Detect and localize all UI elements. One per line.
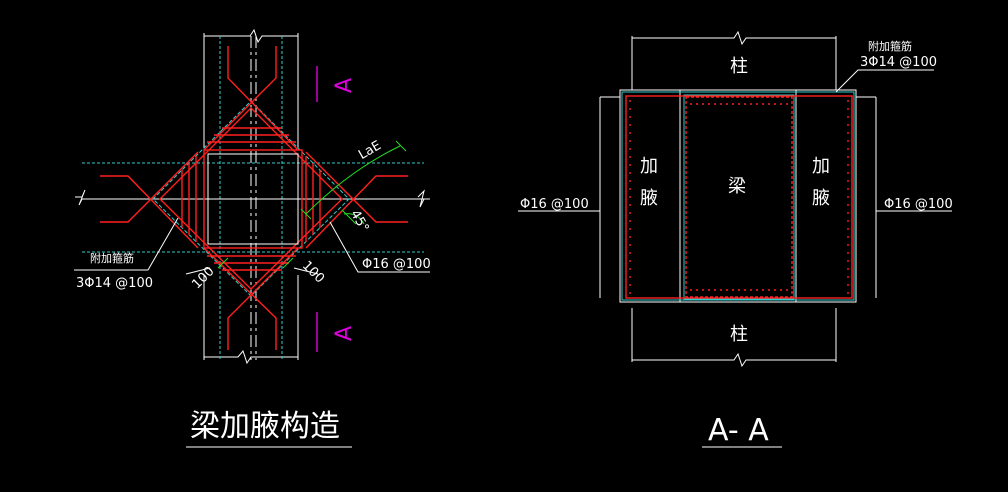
right-view-title: A- A (708, 413, 769, 448)
extra-bars-spec-left: 3Φ14 @100 (76, 276, 153, 291)
haunch-diamond (152, 100, 350, 297)
beam-centerline (75, 36, 430, 360)
stirrup-spec-section-left: Φ16 @100 (520, 197, 589, 212)
section-cyan-outline (621, 91, 855, 301)
column-label-bottom: 柱 (730, 324, 748, 345)
haunch-label-left-2: 腋 (640, 188, 658, 209)
section-mark-top: A (332, 78, 357, 93)
dimension-left: 100 (189, 264, 217, 292)
section-rebars (625, 95, 853, 299)
beam-label: 梁 (728, 176, 746, 197)
extra-bars-label-right: 附加箍筋 (868, 39, 912, 53)
dimension-marks (217, 140, 407, 269)
anchor-label: LaE (356, 138, 384, 163)
section-leaders (518, 69, 952, 212)
section-aa-view: 柱 柱 梁 加 腋 加 腋 Φ16 @100 Φ16 @100 附加箍筋 3Φ1… (518, 30, 953, 448)
haunch-label-right-2: 腋 (812, 188, 830, 209)
leader-lines (74, 217, 430, 275)
column-label-top: 柱 (730, 56, 748, 77)
extra-bars-label-left: 附加箍筋 (90, 251, 134, 265)
stirrup-spec-left: Φ16 @100 (362, 257, 431, 272)
haunch-label-right-1: 加 (812, 156, 830, 177)
left-view-title: 梁加腋构造 (190, 409, 340, 444)
section-column-outline (599, 30, 877, 368)
haunch-detail-view: A A LaE 45° 附加箍筋 3Φ14 @100 Φ16 @100 100 … (74, 28, 431, 448)
section-mark-bottom: A (332, 326, 357, 341)
extra-bars-spec-right: 3Φ14 @100 (860, 55, 937, 70)
haunch-rebars (100, 46, 408, 350)
stirrup-spec-section-right: Φ16 @100 (884, 197, 953, 212)
beam-outline (82, 36, 424, 360)
dimension-right: 100 (299, 258, 327, 286)
haunch-label-left-1: 加 (640, 156, 658, 177)
angle-label: 45° (347, 208, 372, 235)
